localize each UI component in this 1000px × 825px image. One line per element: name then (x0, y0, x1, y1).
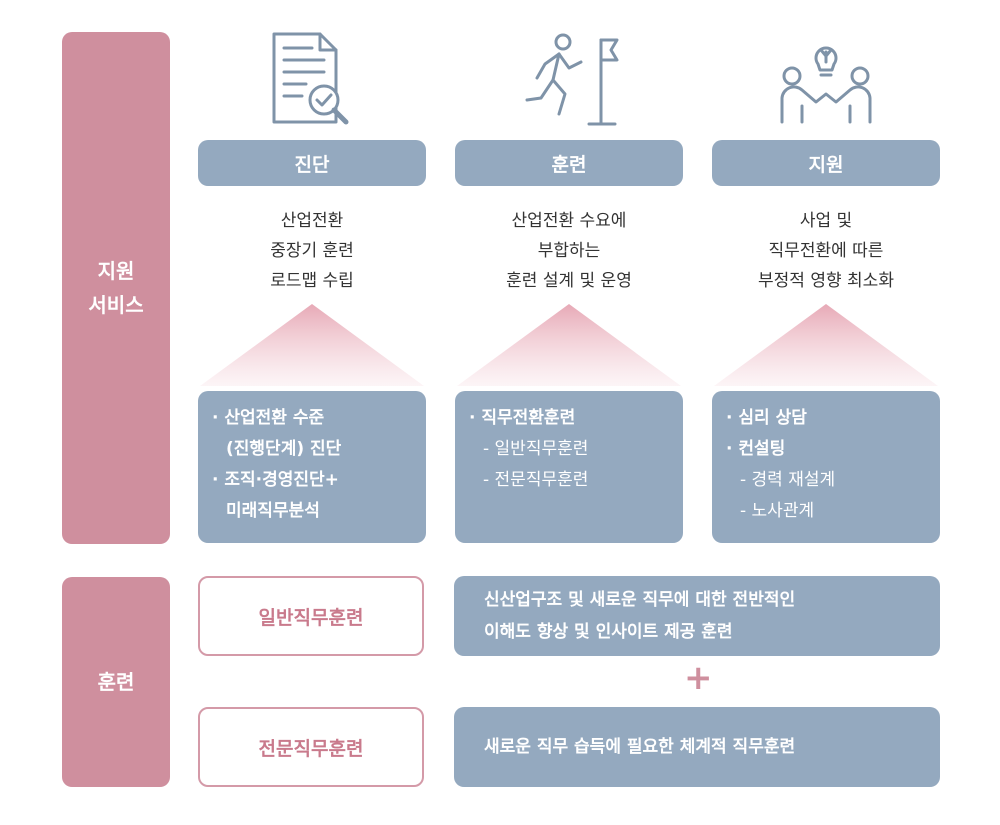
description-line: 로드맵 수립 (270, 271, 354, 291)
category-description: 산업전환 중장기 훈련 로드맵 수립 (198, 206, 426, 296)
category-description: 산업전환 수요에 부합하는 훈련 설계 및 운영 (455, 206, 683, 296)
description-line: 중장기 훈련 (270, 241, 354, 261)
training-expert-description: 새로운 직무 습득에 필요한 체계적 직무훈련 (454, 707, 940, 787)
detail-item: · 심리 상담 (726, 408, 807, 428)
detail-box: · 심리 상담 · 컨설팅 - 경력 재설계 - 노사관계 (712, 391, 940, 543)
training-general-description: 신산업구조 및 새로운 직무에 대한 전반적인 이해도 향상 및 인사이트 제공… (454, 576, 940, 656)
detail-box: · 직무전환훈련 - 일반직무훈련 - 전문직무훈련 (455, 391, 683, 543)
runner-flag-icon (525, 33, 619, 126)
description-line: 새로운 직무 습득에 필요한 체계적 직무훈련 (484, 737, 796, 757)
description-line: 사업 및 (799, 211, 853, 231)
detail-item: - 경력 재설계 (740, 470, 836, 490)
category-description: 사업 및 직무전환에 따른 부정적 영향 최소화 (712, 206, 940, 296)
detail-item: (진행단계) 진단 (226, 439, 342, 459)
description-line: 산업전환 수요에 (511, 211, 627, 231)
training-expert-label: 전문직무훈련 (198, 707, 424, 787)
people-lightbulb-icon (780, 46, 872, 124)
category-pill-support: 지원 (712, 140, 940, 186)
detail-item: · 컨설팅 (726, 439, 786, 459)
pointer-triangle (457, 304, 681, 386)
detail-item: · 직무전환훈련 (469, 408, 576, 428)
plus-icon: + (684, 658, 713, 698)
sidebar-training: 훈련 (62, 577, 170, 787)
pointer-triangle (200, 304, 424, 386)
description-line: 산업전환 (280, 211, 344, 231)
category-pill-diagnosis: 진단 (198, 140, 426, 186)
description-line: 훈련 설계 및 운영 (506, 271, 632, 291)
category-pill-training: 훈련 (455, 140, 683, 186)
detail-item: · 산업전환 수준 (212, 408, 325, 428)
detail-item: - 노사관계 (740, 501, 815, 521)
sidebar-services: 지원 서비스 (62, 32, 170, 544)
sidebar-services-line-1: 지원 (97, 259, 135, 283)
sidebar-services-line-2: 서비스 (88, 293, 144, 317)
sidebar-training-label: 훈련 (97, 670, 135, 694)
detail-item: - 전문직무훈련 (483, 470, 589, 490)
pointer-triangle (714, 304, 938, 386)
detail-item: - 일반직무훈련 (483, 439, 589, 459)
training-general-label: 일반직무훈련 (198, 576, 424, 656)
detail-box: · 산업전환 수준 (진행단계) 진단 · 조직·경영진단+ 미래직무분석 (198, 391, 426, 543)
description-line: 직무전환에 따른 (768, 241, 884, 261)
description-line: 이해도 향상 및 인사이트 제공 훈련 (484, 622, 733, 642)
document-magnifier-icon (272, 32, 349, 125)
detail-item: · 조직·경영진단+ (212, 470, 339, 490)
description-line: 부정적 영향 최소화 (758, 271, 894, 291)
description-line: 신산업구조 및 새로운 직무에 대한 전반적인 (484, 590, 796, 610)
description-line: 부합하는 (537, 241, 601, 261)
detail-item: 미래직무분석 (226, 501, 320, 521)
